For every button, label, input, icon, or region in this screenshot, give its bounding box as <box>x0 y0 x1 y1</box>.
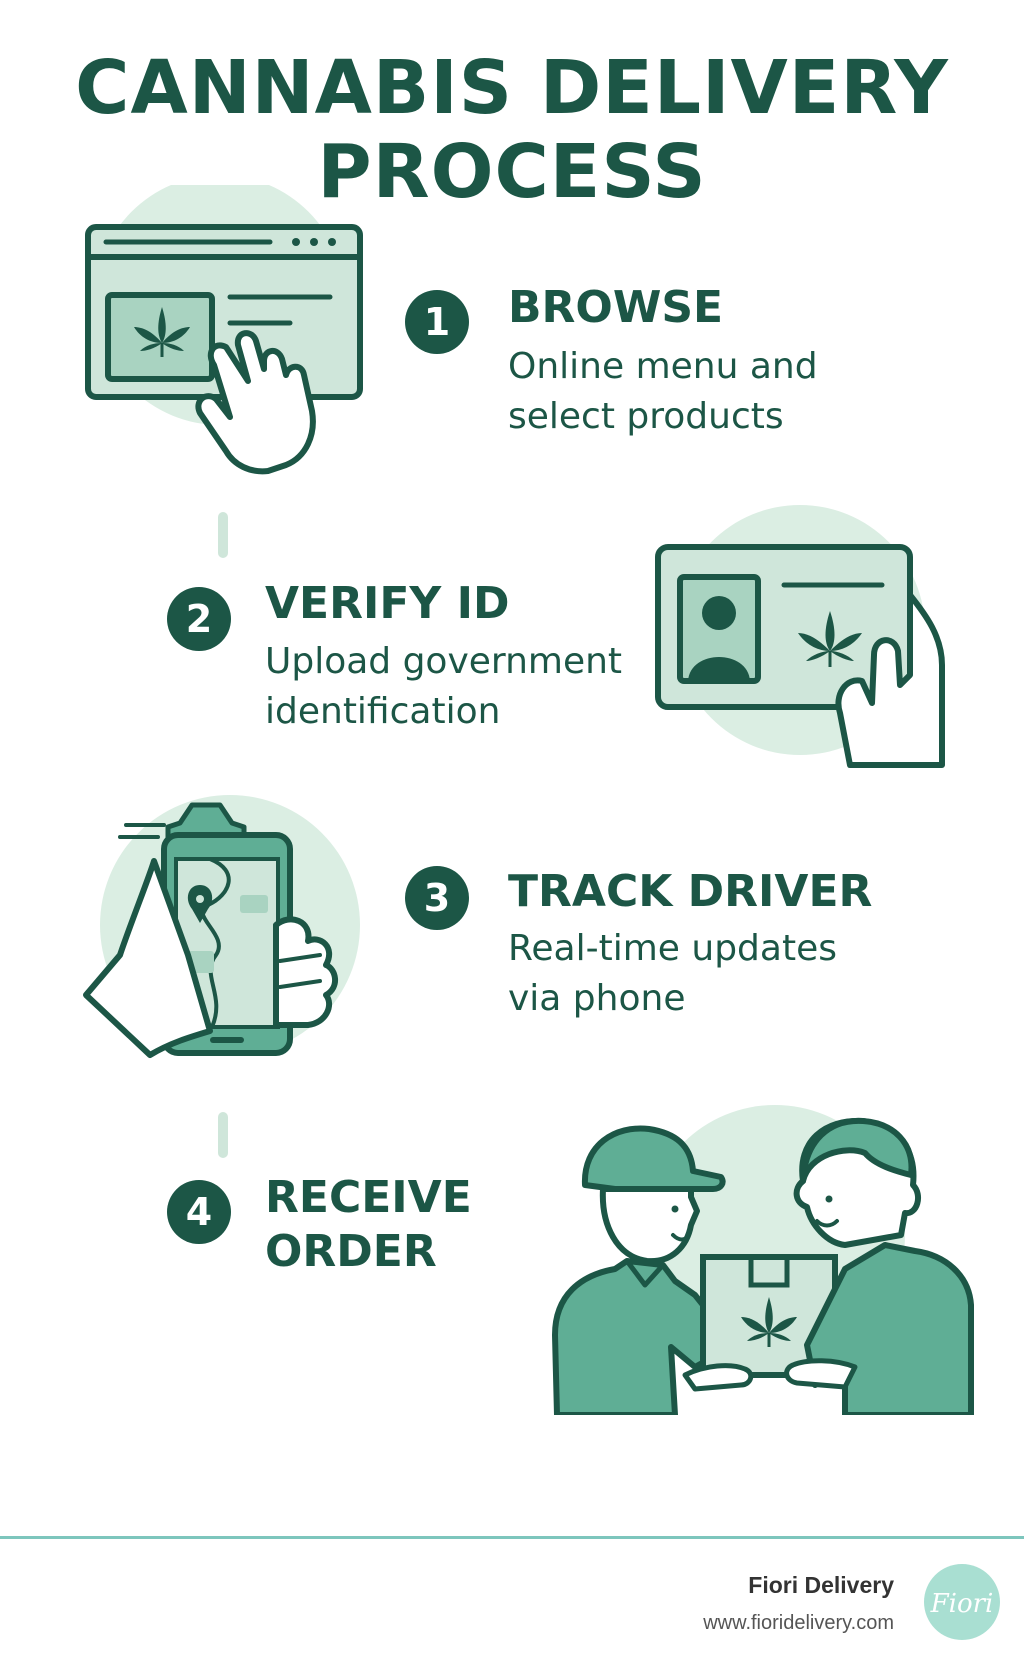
id-card-hand-icon <box>655 505 945 768</box>
fiori-logo: Fiori <box>924 1564 1000 1640</box>
step-3-desc-line-1: Real-time updates <box>508 928 837 969</box>
package-handoff-icon <box>552 1105 974 1415</box>
step-2-number: 2 <box>167 587 231 651</box>
footer-brand: Fiori Delivery <box>748 1572 894 1598</box>
step-4-title-line-1: RECEIVE <box>265 1172 472 1223</box>
step-3-title: TRACK DRIVER <box>508 866 873 917</box>
page-title: CANNABIS DELIVERY PROCESS <box>0 46 1024 214</box>
step-1-title: BROWSE <box>508 282 724 333</box>
footer-divider <box>0 1536 1024 1539</box>
browser-hand-icon <box>85 185 363 475</box>
step-3-number: 3 <box>405 866 469 930</box>
step-2-desc-line-2: identification <box>265 691 501 732</box>
step-connector <box>218 512 228 558</box>
step-4-title-line-2: ORDER <box>265 1226 437 1277</box>
step-2-desc-line-1: Upload government <box>265 641 623 682</box>
page-title-line-2: PROCESS <box>317 129 707 215</box>
footer-url[interactable]: www.fioridelivery.com <box>703 1612 894 1634</box>
step-1-number: 1 <box>405 290 469 354</box>
phone-map-car-icon <box>83 795 360 1058</box>
step-1-desc-line-1: Online menu and <box>508 346 818 387</box>
step-connector <box>218 1112 228 1158</box>
step-1-desc-line-2: select products <box>508 396 784 437</box>
page-title-line-1: CANNABIS DELIVERY <box>75 45 949 131</box>
step-2-title: VERIFY ID <box>265 578 510 629</box>
step-3-desc-line-2: via phone <box>508 978 686 1019</box>
step-4-number: 4 <box>167 1180 231 1244</box>
svg-text:Fiori: Fiori <box>930 1589 994 1619</box>
